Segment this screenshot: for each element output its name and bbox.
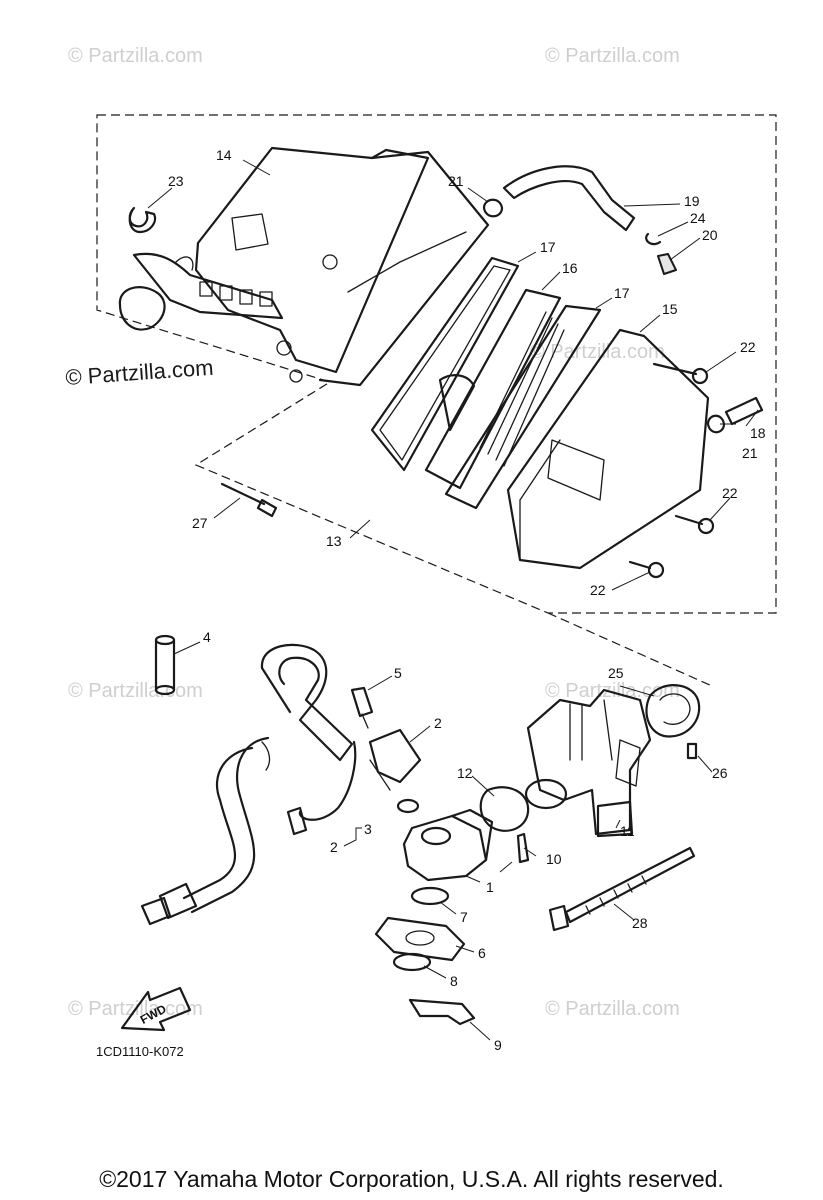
hose-18 <box>724 396 764 426</box>
callout-2-bottom: 2 <box>330 839 338 855</box>
callout-15: 15 <box>662 301 678 317</box>
callout-17-top: 17 <box>540 239 556 255</box>
callout-16: 16 <box>562 260 578 276</box>
callout-12: 12 <box>457 765 473 781</box>
seal-17-rear <box>444 304 602 510</box>
cable-tie-28 <box>548 846 696 932</box>
joint-25 <box>645 684 701 738</box>
bolt-10 <box>516 832 530 864</box>
callout-24: 24 <box>690 210 706 226</box>
screw-22-b <box>674 514 715 535</box>
callout-5: 5 <box>394 665 402 681</box>
watermark-mid-right: © Partzilla.com <box>530 341 665 363</box>
callout-22-mid: 22 <box>722 485 738 501</box>
watermark-bottom-right: © Partzilla.com <box>545 998 680 1020</box>
screw-22-a <box>652 362 709 385</box>
air-filter-case <box>118 146 490 387</box>
air-filter-element <box>424 288 565 490</box>
callout-10: 10 <box>546 851 562 867</box>
throttle-body-11 <box>524 688 652 838</box>
plate-9 <box>408 998 476 1026</box>
callout-9: 9 <box>494 1037 502 1053</box>
watermark-top-left: © Partzilla.com <box>68 45 203 67</box>
callout-21-side: 21 <box>742 445 758 461</box>
plug-26 <box>686 742 698 760</box>
callout-18: 18 <box>750 425 766 441</box>
callout-4: 4 <box>203 629 211 645</box>
hose-clamp-12 <box>479 786 530 832</box>
clip-23 <box>128 206 157 234</box>
callout-11: 11 <box>620 823 635 839</box>
air-filter-assembly-outline <box>96 114 777 614</box>
callout-7: 7 <box>460 909 468 925</box>
watermark-top-right: © Partzilla.com <box>545 45 680 67</box>
cap-20 <box>657 253 677 275</box>
breather-hose-19 <box>502 165 636 232</box>
watermark-strong: © Partzilla.com <box>65 355 215 390</box>
leader-lines <box>147 159 759 1041</box>
callout-25: 25 <box>608 665 624 681</box>
callout-6: 6 <box>478 945 486 961</box>
screw-22-c <box>628 560 665 579</box>
sensor-5 <box>350 686 374 729</box>
callout-22-bottom: 22 <box>590 582 606 598</box>
callout-23: 23 <box>168 173 184 189</box>
copyright-notice: ©2017 Yamaha Motor Corporation, U.S.A. A… <box>99 1166 724 1192</box>
o-ring-8 <box>392 952 432 972</box>
clip-24 <box>645 232 662 246</box>
pipe-4 <box>154 634 176 696</box>
callout-3: 3 <box>364 821 372 837</box>
injector-assembly-2 <box>286 728 422 836</box>
watermark-mid-left: © Partzilla.com <box>68 680 203 702</box>
callout-labels: 14 23 21 17 16 17 15 19 24 20 22 18 21 2… <box>168 147 766 1053</box>
hose-clamp-21-top <box>482 198 504 218</box>
air-filter-case-cover <box>506 328 710 570</box>
callout-2-top: 2 <box>434 715 442 731</box>
watermark-mid-right-2: © Partzilla.com <box>545 680 680 702</box>
callout-21-top: 21 <box>448 173 464 189</box>
callout-20: 20 <box>702 227 718 243</box>
callout-1: 1 <box>486 879 494 895</box>
callout-19: 19 <box>684 193 700 209</box>
callout-22-top: 22 <box>740 339 756 355</box>
callout-14: 14 <box>216 147 232 163</box>
gasket-6 <box>374 916 466 962</box>
diagram-code: 1CD1110-K072 <box>96 1044 184 1059</box>
callout-17-bottom: 17 <box>614 285 630 301</box>
callout-28: 28 <box>632 915 648 931</box>
callout-27: 27 <box>192 515 208 531</box>
o-ring-7 <box>410 886 450 906</box>
watermark-group: © Partzilla.com © Partzilla.com © Partzi… <box>65 45 680 1020</box>
air-hose-assembly <box>140 643 354 926</box>
callout-13: 13 <box>326 533 342 549</box>
callout-8: 8 <box>450 973 458 989</box>
assembly-to-intake-dashed-line <box>547 612 713 687</box>
seal-17-front <box>370 256 520 472</box>
throttle-body-joint-1 <box>402 808 494 882</box>
bolt-27 <box>220 482 278 518</box>
callout-26: 26 <box>712 765 728 781</box>
